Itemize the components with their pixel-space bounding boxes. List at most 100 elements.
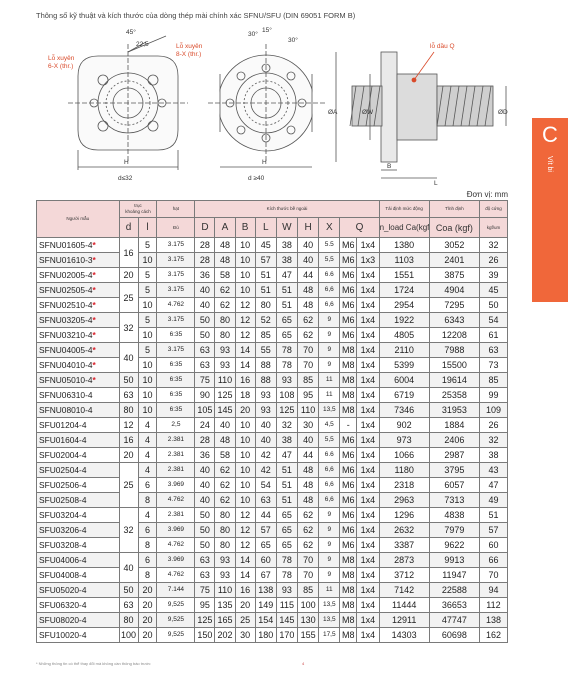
phi-w-letter: ØW xyxy=(362,109,374,116)
cell-l: 42 xyxy=(254,447,277,463)
cell-ball: 2.381 xyxy=(156,447,196,463)
cell-l: 63 xyxy=(254,492,277,508)
cell-d: 100 xyxy=(118,627,139,643)
cell-w: 93 xyxy=(275,582,299,598)
cell-ball: 2.381 xyxy=(156,462,196,478)
cell-b: 16 xyxy=(234,582,256,598)
cell-a: 48 xyxy=(214,237,236,253)
cell-ball: 3.175 xyxy=(156,237,196,253)
cell-ca: 2110 xyxy=(378,342,430,358)
cell-h: 40 xyxy=(296,252,320,268)
cell-q: M6 xyxy=(339,447,358,463)
cell-ball: 3.175 xyxy=(156,252,196,268)
cell-k: 57 xyxy=(478,522,509,538)
cell-x: 9 xyxy=(318,312,341,328)
cell-ball: 6:35 xyxy=(156,357,196,373)
cell-ball: 9,525 xyxy=(156,597,196,613)
star-mark: * xyxy=(92,315,96,325)
cell-l: 52 xyxy=(254,312,277,328)
cell-q: M6 xyxy=(339,522,358,538)
cell-l: 45 xyxy=(254,237,277,253)
cell-a: 62 xyxy=(214,477,236,493)
cell-model: SFNU03210-4* xyxy=(36,327,120,343)
cell-ball: 3.175 xyxy=(156,342,196,358)
cell-d: 20 xyxy=(118,267,139,283)
cell-q: M8 xyxy=(339,597,358,613)
cell-k: 51 xyxy=(478,507,509,523)
cell-k: 26 xyxy=(478,417,509,433)
cell-h: 40 xyxy=(296,432,320,448)
cell-d: 50 xyxy=(118,372,139,388)
cell-l: 65 xyxy=(254,537,277,553)
cell-l: 10 xyxy=(137,372,158,388)
cell-k: 85 xyxy=(478,372,509,388)
cell-l: 180 xyxy=(254,627,277,643)
cell-k: 38 xyxy=(478,447,509,463)
cell-h: 70 xyxy=(296,342,320,358)
cell-h: 70 xyxy=(296,357,320,373)
cell-model: SFU03206-4 xyxy=(36,522,120,538)
cell-coa: 22588 xyxy=(428,582,480,598)
cell-l: 93 xyxy=(254,402,277,418)
cell-l: 20 xyxy=(137,627,158,643)
unit-label: Đơn vị: mm xyxy=(466,190,508,199)
cell-x: 9 xyxy=(318,552,341,568)
cell-x: 9 xyxy=(318,327,341,343)
header-col-A: A xyxy=(214,217,236,238)
cell-n: 1x4 xyxy=(356,357,380,373)
cell-w: 78 xyxy=(275,342,299,358)
cell-x: 5,5 xyxy=(318,432,341,448)
cell-ca: 2632 xyxy=(378,522,430,538)
cell-d: 63 xyxy=(118,597,139,613)
cell-q: M8 xyxy=(339,567,358,583)
cell-k: 63 xyxy=(478,342,509,358)
cell-q: M8 xyxy=(339,387,358,403)
cell-model: SFNU01605-4* xyxy=(36,237,120,253)
cell-model: SFNU06310-4 xyxy=(36,387,120,403)
cell-coa: 1884 xyxy=(428,417,480,433)
cell-l: 4 xyxy=(137,432,158,448)
cell-k: 43 xyxy=(478,462,509,478)
section-tab[interactable]: C Vít bi xyxy=(532,118,568,302)
cell-n: 1x4 xyxy=(356,297,380,313)
cell-l: 154 xyxy=(254,612,277,628)
cell-d: 16 xyxy=(118,237,139,268)
cell-ca: 2963 xyxy=(378,492,430,508)
page-title: Thông số kỹ thuật và kích thước của dòng… xyxy=(36,11,356,20)
cell-l: 4 xyxy=(137,417,158,433)
cell-coa: 36653 xyxy=(428,597,480,613)
mid-hole-sub: 8-X (thr.) xyxy=(176,51,201,58)
cell-q: M8 xyxy=(339,402,358,418)
cell-d: 95 xyxy=(194,597,216,613)
cell-d: 40 xyxy=(194,462,216,478)
cell-a: 125 xyxy=(214,387,236,403)
cell-h: 70 xyxy=(296,567,320,583)
header-col-B: B xyxy=(234,217,256,238)
header-col-X: X xyxy=(318,217,341,238)
header-dims: Kích thước bề ngoài xyxy=(194,200,380,218)
cell-q: M6 xyxy=(339,507,358,523)
d-large-caption: d ≥40 xyxy=(248,175,265,182)
cell-q: M6 xyxy=(339,432,358,448)
header-dyn: Tải định mức động xyxy=(378,200,430,218)
cell-x: 6,6 xyxy=(318,282,341,298)
cell-d: 75 xyxy=(194,372,216,388)
header-stat: Tĩnh định xyxy=(428,200,480,218)
cell-w: 51 xyxy=(275,462,299,478)
cell-w: 125 xyxy=(275,402,299,418)
cell-coa: 31953 xyxy=(428,402,480,418)
cell-l: 40 xyxy=(254,417,277,433)
cell-l: 149 xyxy=(254,597,277,613)
cell-b: 14 xyxy=(234,552,256,568)
